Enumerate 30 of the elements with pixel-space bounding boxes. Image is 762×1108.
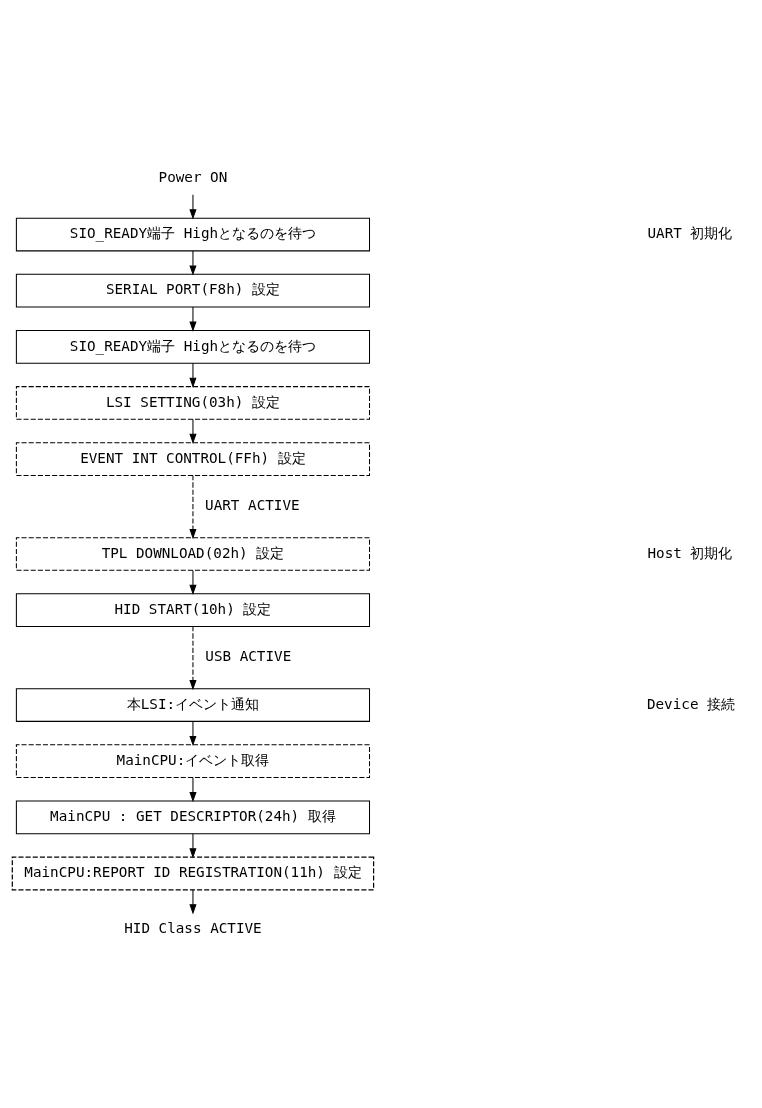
edge-label: UART ACTIVE [205,497,300,514]
node-box: SIO_READY端子 Highとなるのを待つ [15,329,371,364]
arrow [189,250,197,276]
arrow [189,474,197,540]
arrow [189,833,197,859]
arrow [189,777,197,803]
node-box: LSI SETTING(03h) 設定 [15,386,371,420]
node-box: SIO_READY端子 Highとなるのを待つ [15,217,371,252]
node-box: 本LSI:イベント通知 [15,688,371,722]
arrow [189,418,197,445]
node-box: EVENT INT CONTROL(FFh) 設定 [15,442,371,476]
node-box: HID START(10h) 設定 [15,593,371,627]
arrow [189,306,197,332]
label: Host 初期化 [647,544,733,561]
node-box: MainCPU:イベント取得 [15,744,371,779]
arrow [189,569,197,596]
arrow [189,720,197,747]
arrow [189,194,197,220]
label: Device 接続 [646,695,736,712]
edge-label: USB ACTIVE [205,648,292,665]
node-box: SERIAL PORT(F8h) 設定 [15,273,371,308]
node-text: HID Class ACTIVE [124,920,262,937]
node-box: MainCPU:REPORT ID REGISTRATION(11h) 設定 [11,856,375,891]
node-text: Power ON [158,169,228,186]
arrow [189,889,197,915]
node-box: MainCPU : GET DESCRIPTOR(24h) 取得 [15,800,371,835]
arrow [189,362,197,388]
arrow [189,626,197,691]
label: UART 初期化 [647,225,733,242]
node-box: TPL DOWNLOAD(02h) 設定 [15,537,371,571]
